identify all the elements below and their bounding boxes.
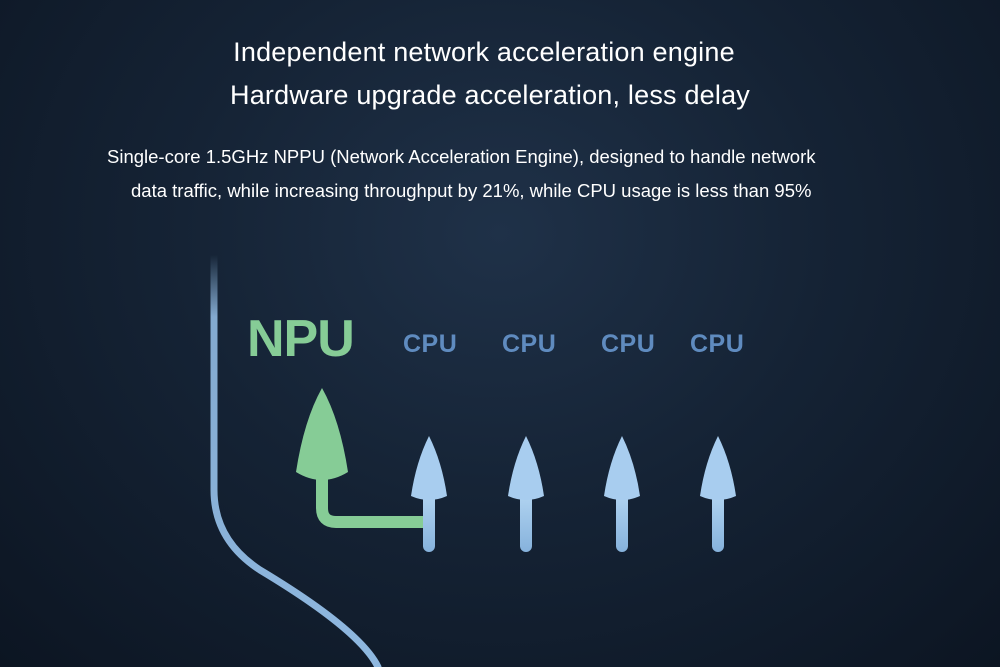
description-line-2: data traffic, while increasing throughpu… [131,180,812,201]
npu-arrowhead [296,388,348,480]
headline-line-2: Hardware upgrade acceleration, less dela… [230,80,750,110]
description-line-1: Single-core 1.5GHz NPPU (Network Acceler… [107,146,816,167]
cpu-arrow-1 [411,436,447,552]
npu-label: NPU [247,310,355,368]
cpu-lane-label-2: CPU [502,330,557,358]
headline-line-1: Independent network acceleration engine [233,37,735,67]
npu-arrow-path [316,470,430,528]
cpu-lane-label-1: CPU [403,330,458,358]
cpu-arrow-3 [604,436,640,552]
cpu-arrow-4 [700,436,736,552]
road-left-edge [210,251,382,667]
cpu-lane-label-3: CPU [601,330,656,358]
cpu-arrow-2 [508,436,544,552]
cpu-lane-label-4: CPU [690,330,745,358]
